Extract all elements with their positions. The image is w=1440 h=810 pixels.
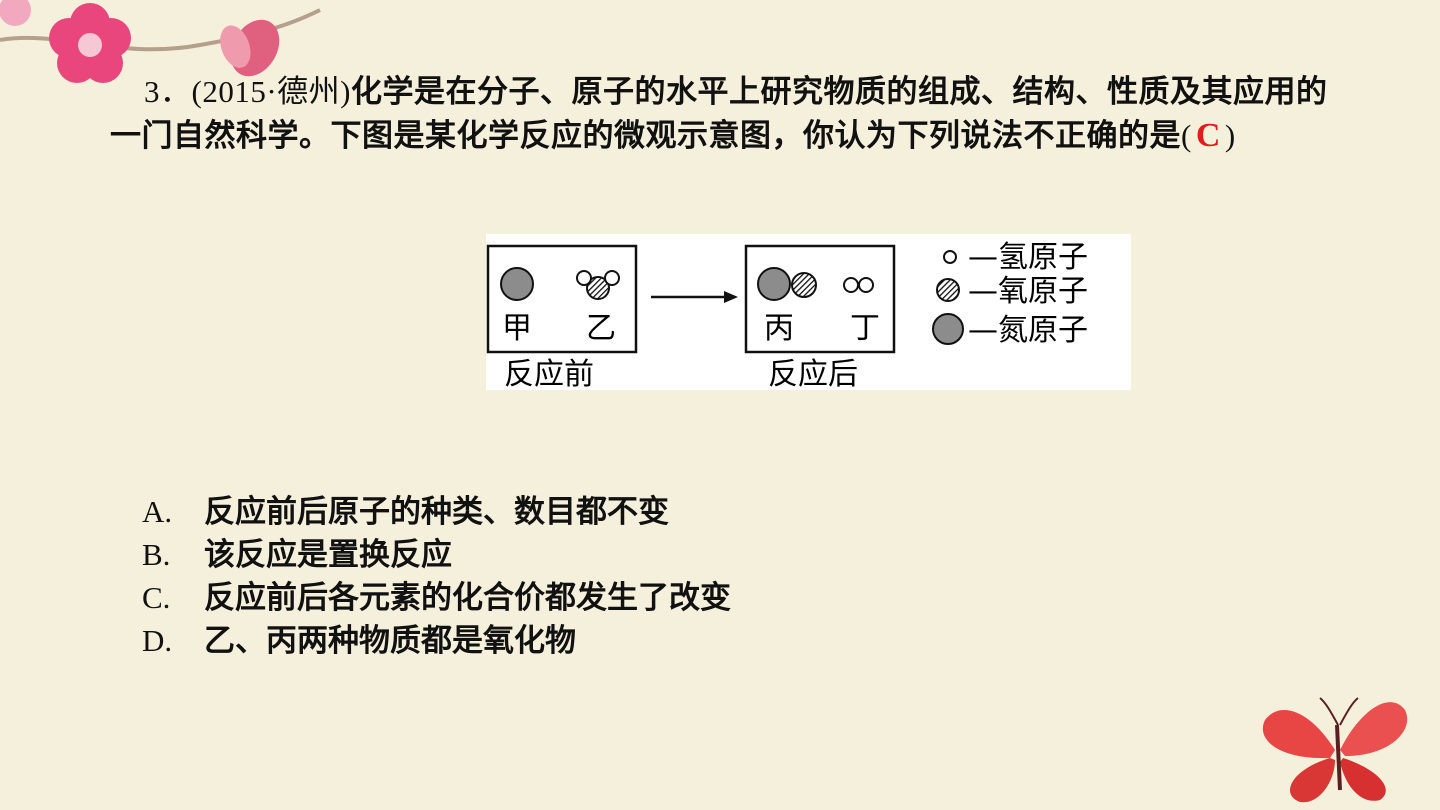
after-box [744,244,896,354]
option-letter: B. [142,537,171,572]
answer-letter: C [1195,117,1221,154]
close-paren: ) [1224,118,1236,153]
molecule-ding [843,277,874,293]
hydrogen-legend-icon [943,250,957,264]
flower-decoration [0,0,321,83]
label-yi: 乙 [586,311,616,346]
legend-hydrogen: —氢原子 [968,240,1088,275]
before-box [486,244,638,354]
option-text: 反应前后各元素的化合价都发生了改变 [204,580,731,616]
label-bing: 丙 [764,311,794,346]
nitrogen-atom-jia [500,267,534,301]
oxygen-legend-icon [936,278,960,302]
molecule-bing [757,267,817,301]
option-d[interactable]: D. 乙、丙两种物质都是氧化物 [142,619,731,662]
question-source: (2015·德州) [191,74,351,109]
label-jia: 甲 [502,311,532,346]
nitrogen-legend-icon [932,313,964,345]
question-stem: 3．(2015·德州)化学是在分子、原子的水平上研究物质的组成、结构、性质及其应… [110,70,1340,158]
answer-options: A. 反应前后原子的种类、数目都不变 B. 该反应是置换反应 C. 反应前后各元素的化… [142,490,731,662]
after-caption: 反应后 [768,357,858,390]
option-letter: D. [142,623,173,658]
option-c[interactable]: C. 反应前后各元素的化合价都发生了改变 [142,576,731,619]
question-number: 3． [144,74,192,109]
legend-oxygen: —氧原子 [968,274,1088,309]
butterfly-decoration [1262,697,1408,803]
arrow-head-icon [724,291,738,303]
option-text: 该反应是置换反应 [204,537,452,573]
open-paren: ( [1181,118,1192,153]
option-text: 乙、丙两种物质都是氧化物 [204,623,576,659]
option-b[interactable]: B. 该反应是置换反应 [142,533,731,576]
legend-nitrogen: —氮原子 [968,313,1088,348]
question-text: 化学是在分子、原子的水平上研究物质的组成、结构、性质及其应用的一门自然科学。下图… [110,74,1328,154]
option-text: 反应前后原子的种类、数目都不变 [204,494,669,530]
before-caption: 反应前 [504,357,594,390]
reaction-diagram: 甲 乙 反应前 丙 丁 反应后 —氢原子 —氧原子 —氮原子 [486,234,1131,392]
molecule-yi [576,270,620,300]
reaction-diagram-svg: 甲 乙 反应前 丙 丁 反应后 —氢原子 —氧原子 —氮原子 [486,240,1088,392]
label-ding: 丁 [850,311,880,346]
option-a[interactable]: A. 反应前后原子的种类、数目都不变 [142,490,731,533]
option-letter: C. [142,580,171,615]
option-letter: A. [142,494,173,529]
